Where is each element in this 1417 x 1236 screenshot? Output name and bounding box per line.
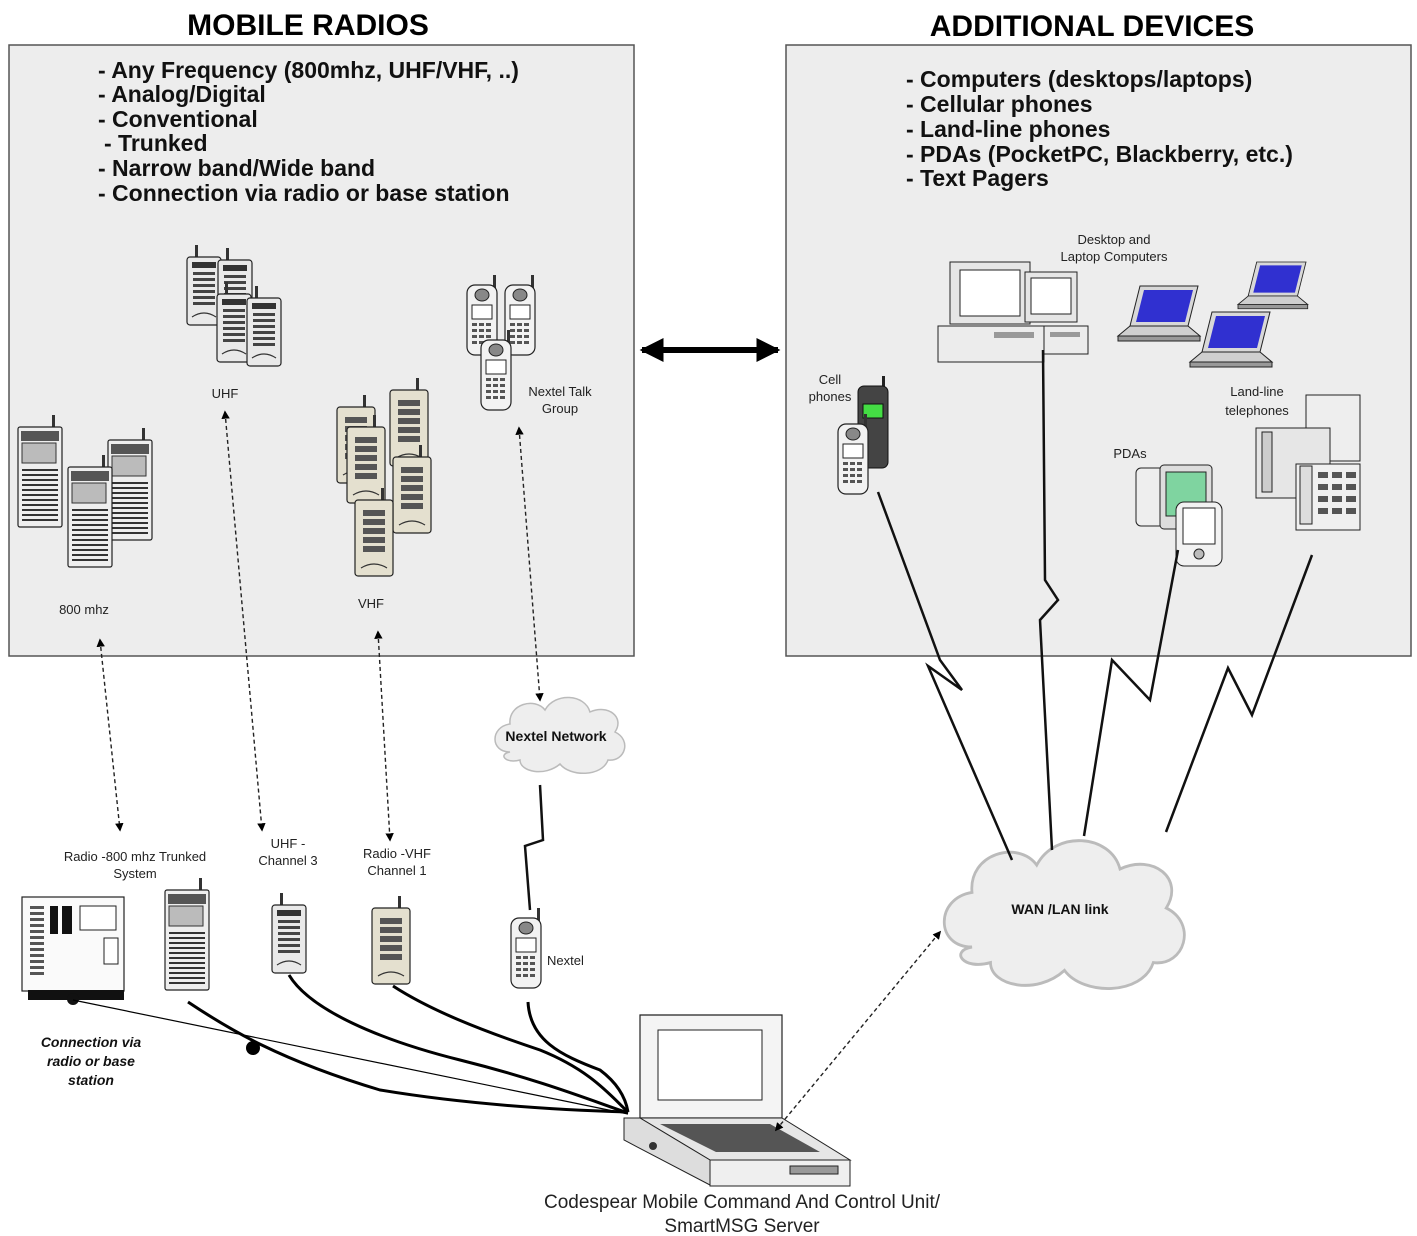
bullet: - Conventional: [98, 106, 258, 132]
bullet: - Trunked: [104, 130, 208, 156]
bullet: - PDAs (PocketPC, Blackberry, etc.): [906, 141, 1293, 167]
server-laptop-icon: [623, 1014, 852, 1187]
bullet: - Computers (desktops/laptops): [906, 66, 1252, 92]
link-800mhz: [96, 638, 124, 832]
wan-lan-label: WAN /LAN link: [1011, 901, 1108, 917]
link-vhf: [374, 630, 394, 842]
cable-800mhz: [187, 1000, 629, 1114]
pdas-label: PDAs: [1113, 446, 1147, 461]
additional-devices-bullets: - Computers (desktops/laptops) - Cellula…: [906, 66, 1293, 191]
bullet: - Land-line phones: [906, 116, 1110, 142]
landline-label: telephones: [1225, 403, 1289, 418]
bullet: - Text Pagers: [906, 165, 1049, 191]
nextel-label: Nextel: [547, 953, 584, 968]
connection-label: radio or base: [47, 1053, 135, 1069]
uhf-channel-label: UHF -: [271, 836, 306, 851]
base-station-icon: [21, 896, 125, 1005]
radio-link-connectors: [96, 410, 942, 1132]
bullet: - Analog/Digital: [98, 81, 266, 107]
uhf-channel-label: Channel 3: [258, 853, 317, 868]
server-label: SmartMSG Server: [664, 1216, 820, 1236]
radio-800mhz-icon: [164, 877, 210, 991]
cell-wireless-link: [876, 491, 1014, 861]
desktop-computers-icon: [937, 261, 1089, 363]
vhf-channel-label: Channel 1: [367, 863, 426, 878]
landline-phones-icon: [1255, 394, 1361, 531]
cable-vhf: [392, 984, 630, 1114]
bullet: - Narrow band/Wide band: [98, 155, 375, 181]
cell-phones-label: Cell: [819, 372, 842, 387]
cable-uhf: [287, 974, 629, 1115]
cable-base-station: [72, 999, 629, 1115]
wireless-links: [523, 349, 1314, 911]
nextel-wireless-link: [523, 784, 545, 911]
cell-phones-icon: [837, 376, 889, 495]
bullet: - Cellular phones: [906, 91, 1093, 117]
radio-uhf-channel-icon: [271, 892, 307, 974]
radio-vhf-channel-icon: [371, 895, 411, 985]
landline-wireless-link: [1164, 554, 1314, 833]
additional-devices-panel: [785, 44, 1412, 657]
cables: [187, 974, 630, 1115]
cable-junction: [246, 1041, 260, 1055]
link-wan: [774, 930, 942, 1132]
desktop-label: Desktop and: [1078, 232, 1151, 247]
computer-wireless-link: [1038, 349, 1060, 851]
bullet: - Any Frequency (800mhz, UHF/VHF, ..): [98, 57, 519, 83]
link-nextel-group: [515, 426, 544, 702]
nextel-group-label: Nextel Talk: [528, 384, 592, 399]
mhz800-label: 800 mhz: [59, 602, 109, 617]
pda-wireless-link: [1082, 549, 1180, 837]
radio800-label: System: [113, 866, 156, 881]
mobile-radios-bullets: - Any Frequency (800mhz, UHF/VHF, ..) - …: [98, 57, 519, 206]
pdas-icon: [1135, 464, 1223, 567]
nextel-network-label: Nextel Network: [505, 728, 606, 744]
vhf-label: VHF: [358, 596, 384, 611]
connection-label: station: [68, 1072, 114, 1088]
nextel-group-label: Group: [542, 401, 578, 416]
connection-label: Connection via: [41, 1034, 142, 1050]
radio800-label: Radio -800 mhz Trunked: [64, 849, 206, 864]
cable-nextel: [526, 1001, 630, 1113]
heading-mobile-radios: MOBILE RADIOS: [187, 9, 429, 42]
server-label: Codespear Mobile Command And Control Uni…: [544, 1192, 941, 1213]
desktop-label: Laptop Computers: [1061, 249, 1168, 264]
bullet: - Connection via radio or base station: [98, 180, 510, 206]
vhf-channel-label: Radio -VHF: [363, 846, 431, 861]
heading-additional-devices: ADDITIONAL DEVICES: [930, 10, 1254, 43]
cell-phones-label: phones: [809, 389, 852, 404]
landline-label: Land-line: [1230, 384, 1284, 399]
uhf-label: UHF: [212, 386, 239, 401]
nextel-phone-icon: [510, 907, 542, 989]
